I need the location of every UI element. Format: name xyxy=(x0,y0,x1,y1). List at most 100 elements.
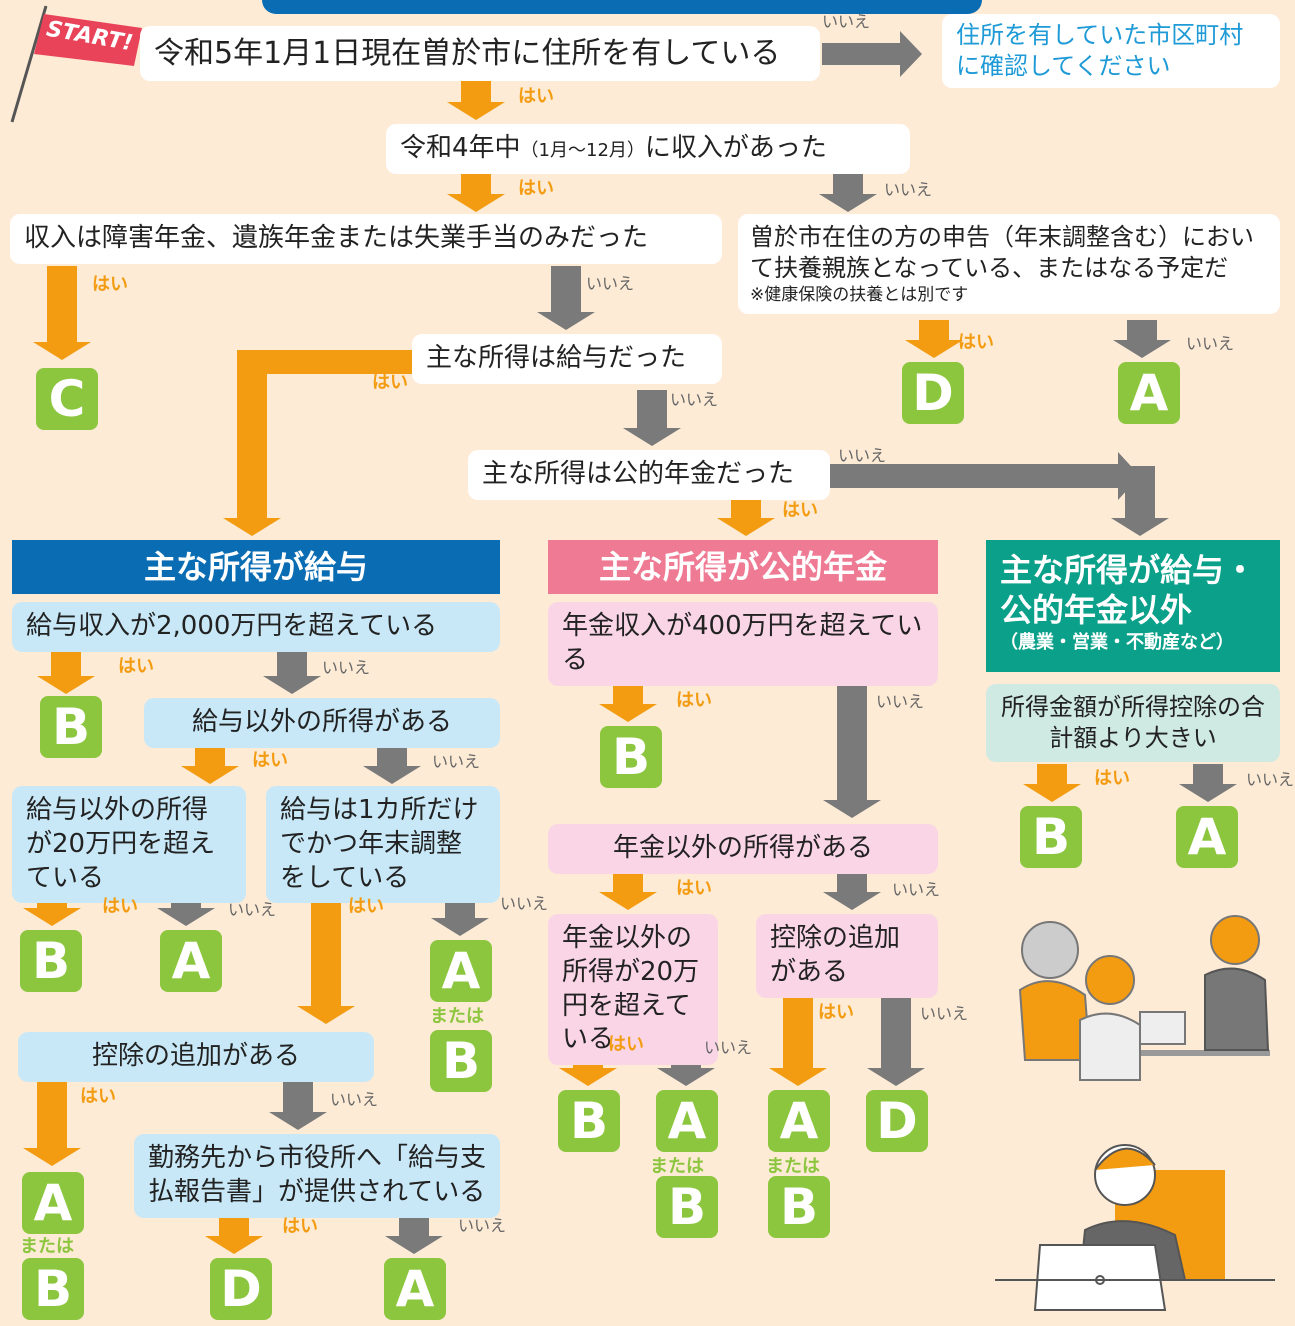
pension-q-other-income: 年金以外の所得がある xyxy=(548,824,938,874)
flow-arrow xyxy=(223,350,281,536)
result-a: A xyxy=(768,1090,830,1152)
flow-arrow xyxy=(905,320,963,358)
flow-arrow xyxy=(37,650,95,694)
income-text: に収入があった xyxy=(644,133,827,163)
pension-q-deduction: 控除の追加がある xyxy=(756,914,938,998)
section-other-line1: 主な所得が給与・ xyxy=(1000,551,1257,589)
salary-q-other-over-200k: 給与以外の所得が20万円を超えている xyxy=(12,786,246,904)
no-label: いいえ xyxy=(876,692,925,711)
question-residence: 令和5年1月1日現在曽於市に住所を有している xyxy=(140,26,820,81)
flow-arrow xyxy=(623,390,681,446)
yes-label: はい xyxy=(252,750,288,771)
yes-label: はい xyxy=(676,690,712,711)
salary-q-other-income: 給与以外の所得がある xyxy=(144,698,500,748)
section-salary: 主な所得が給与 xyxy=(12,540,500,594)
salary-q-report: 勤務先から市役所へ「給与支払報告書」が提供されている xyxy=(134,1134,500,1218)
yes-label: はい xyxy=(102,896,138,917)
result-a: A xyxy=(656,1090,718,1152)
yes-label: はい xyxy=(282,1216,318,1237)
yes-label: はい xyxy=(518,178,554,199)
flow-arrow xyxy=(363,746,421,784)
flow-connector xyxy=(240,350,412,374)
result-b: B xyxy=(768,1176,830,1238)
yes-label: はい xyxy=(676,878,712,899)
flow-arrow xyxy=(830,452,1140,500)
result-b: B xyxy=(656,1176,718,1238)
question-pension-only: 収入は障害年金、遺族年金または失業手当のみだった xyxy=(10,214,722,264)
flow-arrow xyxy=(823,650,881,818)
flow-arrow xyxy=(1179,764,1237,802)
flow-arrow xyxy=(599,870,657,910)
flow-arrow xyxy=(263,650,321,694)
no-label: いいえ xyxy=(704,1038,753,1057)
result-a: A xyxy=(1176,806,1238,868)
no-label: いいえ xyxy=(1186,334,1235,353)
flow-arrow xyxy=(537,266,595,330)
pension-q-other-over-200k: 年金以外の所得が20万円を超えている xyxy=(548,914,718,1066)
result-b: B xyxy=(1020,806,1082,868)
section-pension: 主な所得が公的年金 xyxy=(548,540,938,594)
other-q-income-over-deduction: 所得金額が所得控除の合計額より大きい xyxy=(986,684,1280,763)
residence-no-result: 住所を有していた市区町村に確認してください xyxy=(942,14,1280,89)
no-label: いいえ xyxy=(670,390,719,409)
no-label: いいえ xyxy=(920,1004,969,1023)
start-flag: START! xyxy=(8,4,148,124)
section-other: 主な所得が給与・ 公的年金以外 （農業・営業・不動産など） xyxy=(986,540,1280,672)
result-b: B xyxy=(558,1090,620,1152)
no-label: いいえ xyxy=(1246,770,1295,789)
flow-arrow xyxy=(447,78,505,120)
section-other-sub: （農業・営業・不動産など） xyxy=(1000,632,1234,653)
result-d: D xyxy=(902,362,964,424)
flow-arrow xyxy=(867,996,925,1086)
result-a: A xyxy=(430,940,492,1002)
flow-arrow xyxy=(23,1078,81,1166)
no-label: いいえ xyxy=(330,1090,379,1109)
result-b: B xyxy=(20,930,82,992)
yes-label: はい xyxy=(1094,768,1130,789)
dependent-note: ※健康保険の扶養とは別です xyxy=(750,285,969,306)
flow-arrow xyxy=(1111,466,1169,536)
section-other-line2: 公的年金以外 xyxy=(1000,591,1193,629)
result-b: B xyxy=(600,726,662,788)
no-label: いいえ xyxy=(500,894,549,913)
no-label: いいえ xyxy=(586,274,635,293)
flow-arrow xyxy=(205,1210,263,1254)
flow-arrow xyxy=(385,1210,443,1254)
yes-label: はい xyxy=(372,372,408,393)
question-main-pension: 主な所得は公的年金だった xyxy=(468,450,830,500)
top-banner-edge xyxy=(262,0,982,14)
yes-label: はい xyxy=(80,1086,116,1107)
phone-illustration xyxy=(995,1130,1280,1320)
yes-label: はい xyxy=(818,1002,854,1023)
yes-label: はい xyxy=(348,896,384,917)
pension-q-over-4m: 年金収入が400万円を超えている xyxy=(548,602,938,686)
or-label: または xyxy=(766,1156,820,1177)
result-b: B xyxy=(430,1030,492,1092)
result-a: A xyxy=(22,1172,84,1234)
no-label: いいえ xyxy=(432,752,481,771)
yes-label: はい xyxy=(518,86,554,107)
result-a: A xyxy=(160,930,222,992)
income-year: 令和4年中 xyxy=(400,133,521,163)
no-label: いいえ xyxy=(228,900,277,919)
yes-label: はい xyxy=(958,332,994,353)
dependent-text: 曽於市在住の方の申告（年末調整含む）において扶養親族となっている、またはなる予定… xyxy=(750,223,1254,283)
no-label: いいえ xyxy=(892,880,941,899)
flow-arrow xyxy=(447,170,505,212)
question-dependent: 曽於市在住の方の申告（年末調整含む）において扶養親族となっている、またはなる予定… xyxy=(738,214,1280,315)
or-label: または xyxy=(650,1156,704,1177)
result-d: D xyxy=(866,1090,928,1152)
question-main-salary: 主な所得は給与だった xyxy=(412,334,722,384)
yes-label: はい xyxy=(118,656,154,677)
flow-arrow xyxy=(181,746,239,784)
question-income: 令和4年中（1月〜12月）に収入があった xyxy=(386,124,910,174)
no-label: いいえ xyxy=(884,180,933,199)
flow-arrow xyxy=(769,996,827,1086)
result-c: C xyxy=(36,368,98,430)
or-label: または xyxy=(430,1006,484,1027)
yes-label: はい xyxy=(782,500,818,521)
meeting-illustration xyxy=(1000,900,1280,1100)
flow-arrow xyxy=(599,680,657,722)
no-label: いいえ xyxy=(838,446,887,465)
flow-arrow xyxy=(823,870,881,910)
